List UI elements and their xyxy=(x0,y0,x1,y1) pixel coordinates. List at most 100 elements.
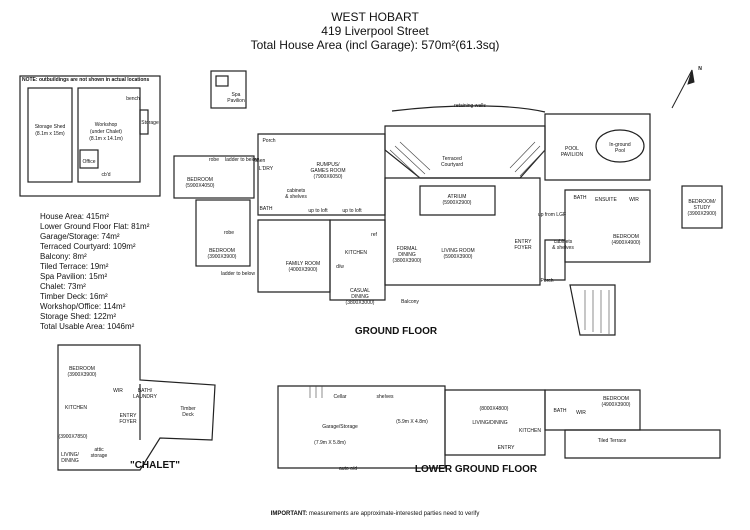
lower-ground-floor-title: LOWER GROUND FLOOR xyxy=(415,464,538,475)
chalet-storage-label: storage xyxy=(91,453,108,459)
area-item: House Area: 415m² xyxy=(40,212,109,221)
spa-tub xyxy=(215,75,229,87)
robe-label: robe xyxy=(209,157,219,163)
formal-label-2: DINING xyxy=(398,252,416,258)
bedroom-study-size: (3900X2900) xyxy=(688,211,717,217)
rumpus-size: (7900X6050) xyxy=(314,174,343,180)
porch-stairs-outline xyxy=(569,284,616,336)
bedroom-left2-label: BEDROOM xyxy=(209,248,235,254)
atrium-label: ATRIUM xyxy=(448,194,467,200)
storage-label: Storage xyxy=(141,120,159,126)
pool-pavilion-label: POOL xyxy=(565,146,579,152)
chalet-entry-label: ENTRY xyxy=(120,413,138,419)
ground-floor-title: GROUND FLOOR xyxy=(355,326,438,337)
atrium-outline xyxy=(419,185,496,216)
footer-important: IMPORTANT: xyxy=(270,511,308,517)
living-size: (5900X3900) xyxy=(444,254,473,260)
bedroom-left-outline xyxy=(173,155,255,199)
area-item: Workshop/Office: 114m² xyxy=(40,302,126,311)
spa-pavilion-outline xyxy=(210,70,247,109)
bedroom-right-size: (4900X4900) xyxy=(612,240,641,246)
chalet-bedroom-size: (3900X3900) xyxy=(68,372,97,378)
ldry-label: L'DRY xyxy=(259,166,274,172)
dw-label: d/w xyxy=(336,264,344,270)
storage-shed-size: (8.1m x 15m) xyxy=(35,131,65,137)
shelves2-label: & shelves xyxy=(552,245,574,251)
bedroom-study-label: BEDROOM/ xyxy=(688,199,716,205)
chalet-dining-label: DINING xyxy=(61,458,79,464)
office-label: Office xyxy=(83,159,96,165)
pool-shape xyxy=(595,129,645,163)
ladder-below-label-2: ladder to below xyxy=(221,271,255,277)
lgf-wir-label: WIR xyxy=(576,410,586,416)
chalet-kitchen-label: KITCHEN xyxy=(65,405,87,411)
lgf-bath-label: BATH xyxy=(554,408,567,414)
kitchen-label: KITCHEN xyxy=(345,250,367,256)
chalet-laundry-label: LAUNDRY xyxy=(133,394,157,400)
bedroom-right-label: BEDROOM xyxy=(613,234,639,240)
storage-outline xyxy=(139,109,149,135)
chalet-deck-label: Timber xyxy=(180,406,196,412)
area-item: Terraced Courtyard: 109m² xyxy=(40,242,136,251)
office-outline xyxy=(79,149,99,169)
linen-label: linen xyxy=(255,158,266,164)
casual-label: CASUAL xyxy=(350,288,370,294)
footer-text: measurements are approximate-interested … xyxy=(307,511,480,517)
balcony-label: Balcony xyxy=(401,299,419,305)
bedroom-study-outline xyxy=(681,185,723,229)
casual-size: (3800X3000) xyxy=(346,300,375,306)
lgf-shelves-label: shelves xyxy=(377,394,394,400)
lgf-living-label: LIVING/DINING xyxy=(472,420,507,426)
storage-shed-label: Storage Shed xyxy=(35,124,66,130)
area-item: Storage Shed: 122m² xyxy=(40,312,117,321)
porch2-label: Porch xyxy=(540,278,553,284)
lgf-living-size: (8000X4800) xyxy=(480,406,509,412)
bedroom-left2-outline xyxy=(195,199,251,267)
casual-label-2: DINING xyxy=(351,294,369,300)
storage-shed-outline xyxy=(27,87,73,183)
rumpus-label: RUMPUS/ xyxy=(316,162,340,168)
entry-outline xyxy=(544,239,566,281)
chalet-bath-label: BATH/ xyxy=(138,388,153,394)
bench-label: bench xyxy=(126,96,140,102)
retaining-walls-label: retaining walls xyxy=(454,103,486,109)
area-item: Timber Deck: 16m² xyxy=(40,292,108,301)
garage-size-b: (7.9m X 5.8m) xyxy=(314,440,346,446)
compass-arrow xyxy=(671,69,695,109)
ensuite-label: ENSUITE xyxy=(595,197,617,203)
garage-label: Garage/Storage xyxy=(322,424,358,430)
tiled-terrace-outline xyxy=(564,429,721,459)
cbd-label: cb'd xyxy=(101,172,110,178)
stairs-hatching xyxy=(309,141,610,398)
chalet-wir-label: WIR xyxy=(113,388,123,394)
family-label: FAMILY ROOM xyxy=(286,261,320,267)
family-size: (4000X3900) xyxy=(289,267,318,273)
area-item: Tiled Terrace: 19m² xyxy=(40,262,109,271)
cellar-label: Cellar xyxy=(333,394,346,400)
pool-pavilion-label-2: PAVILION xyxy=(561,152,584,158)
outbuildings-note: NOTE: outbuildings are not shown in actu… xyxy=(22,77,150,83)
family-outline xyxy=(257,219,331,293)
wir-label: WIR xyxy=(629,197,639,203)
chalet-deck-label-2: Deck xyxy=(182,412,194,418)
courtyard-label: Courtyard xyxy=(441,162,463,168)
lgf-kitchen-label: KITCHEN xyxy=(519,428,541,434)
cabinets2-label: cabinets xyxy=(554,239,573,245)
area-list: House Area: 415m² Lower Ground Floor Fla… xyxy=(40,212,149,332)
spa-label-2: Pavilion xyxy=(227,98,245,104)
area-item: Chalet: 73m² xyxy=(40,282,86,291)
robe-label-2: robe xyxy=(224,230,234,236)
up-to-loft-label: up to loft xyxy=(308,208,328,214)
workshop-outline xyxy=(77,87,141,183)
kitchen-outline xyxy=(329,219,386,301)
formal-label: FORMAL xyxy=(397,246,418,252)
total-area-title: Total House Area (incl Garage): 570m²(61… xyxy=(250,38,500,52)
area-item: Balcony: 8m² xyxy=(40,252,87,261)
bedroom-study-label-2: STUDY xyxy=(694,205,712,211)
bedroom-left-label: BEDROOM xyxy=(187,177,213,183)
shelves-label: & shelves xyxy=(285,194,307,200)
up-to-loft-label-2: up to loft xyxy=(342,208,362,214)
auto-door-label: auto o/d xyxy=(339,466,357,472)
chalet-living-size: (3900X7850) xyxy=(59,434,88,440)
